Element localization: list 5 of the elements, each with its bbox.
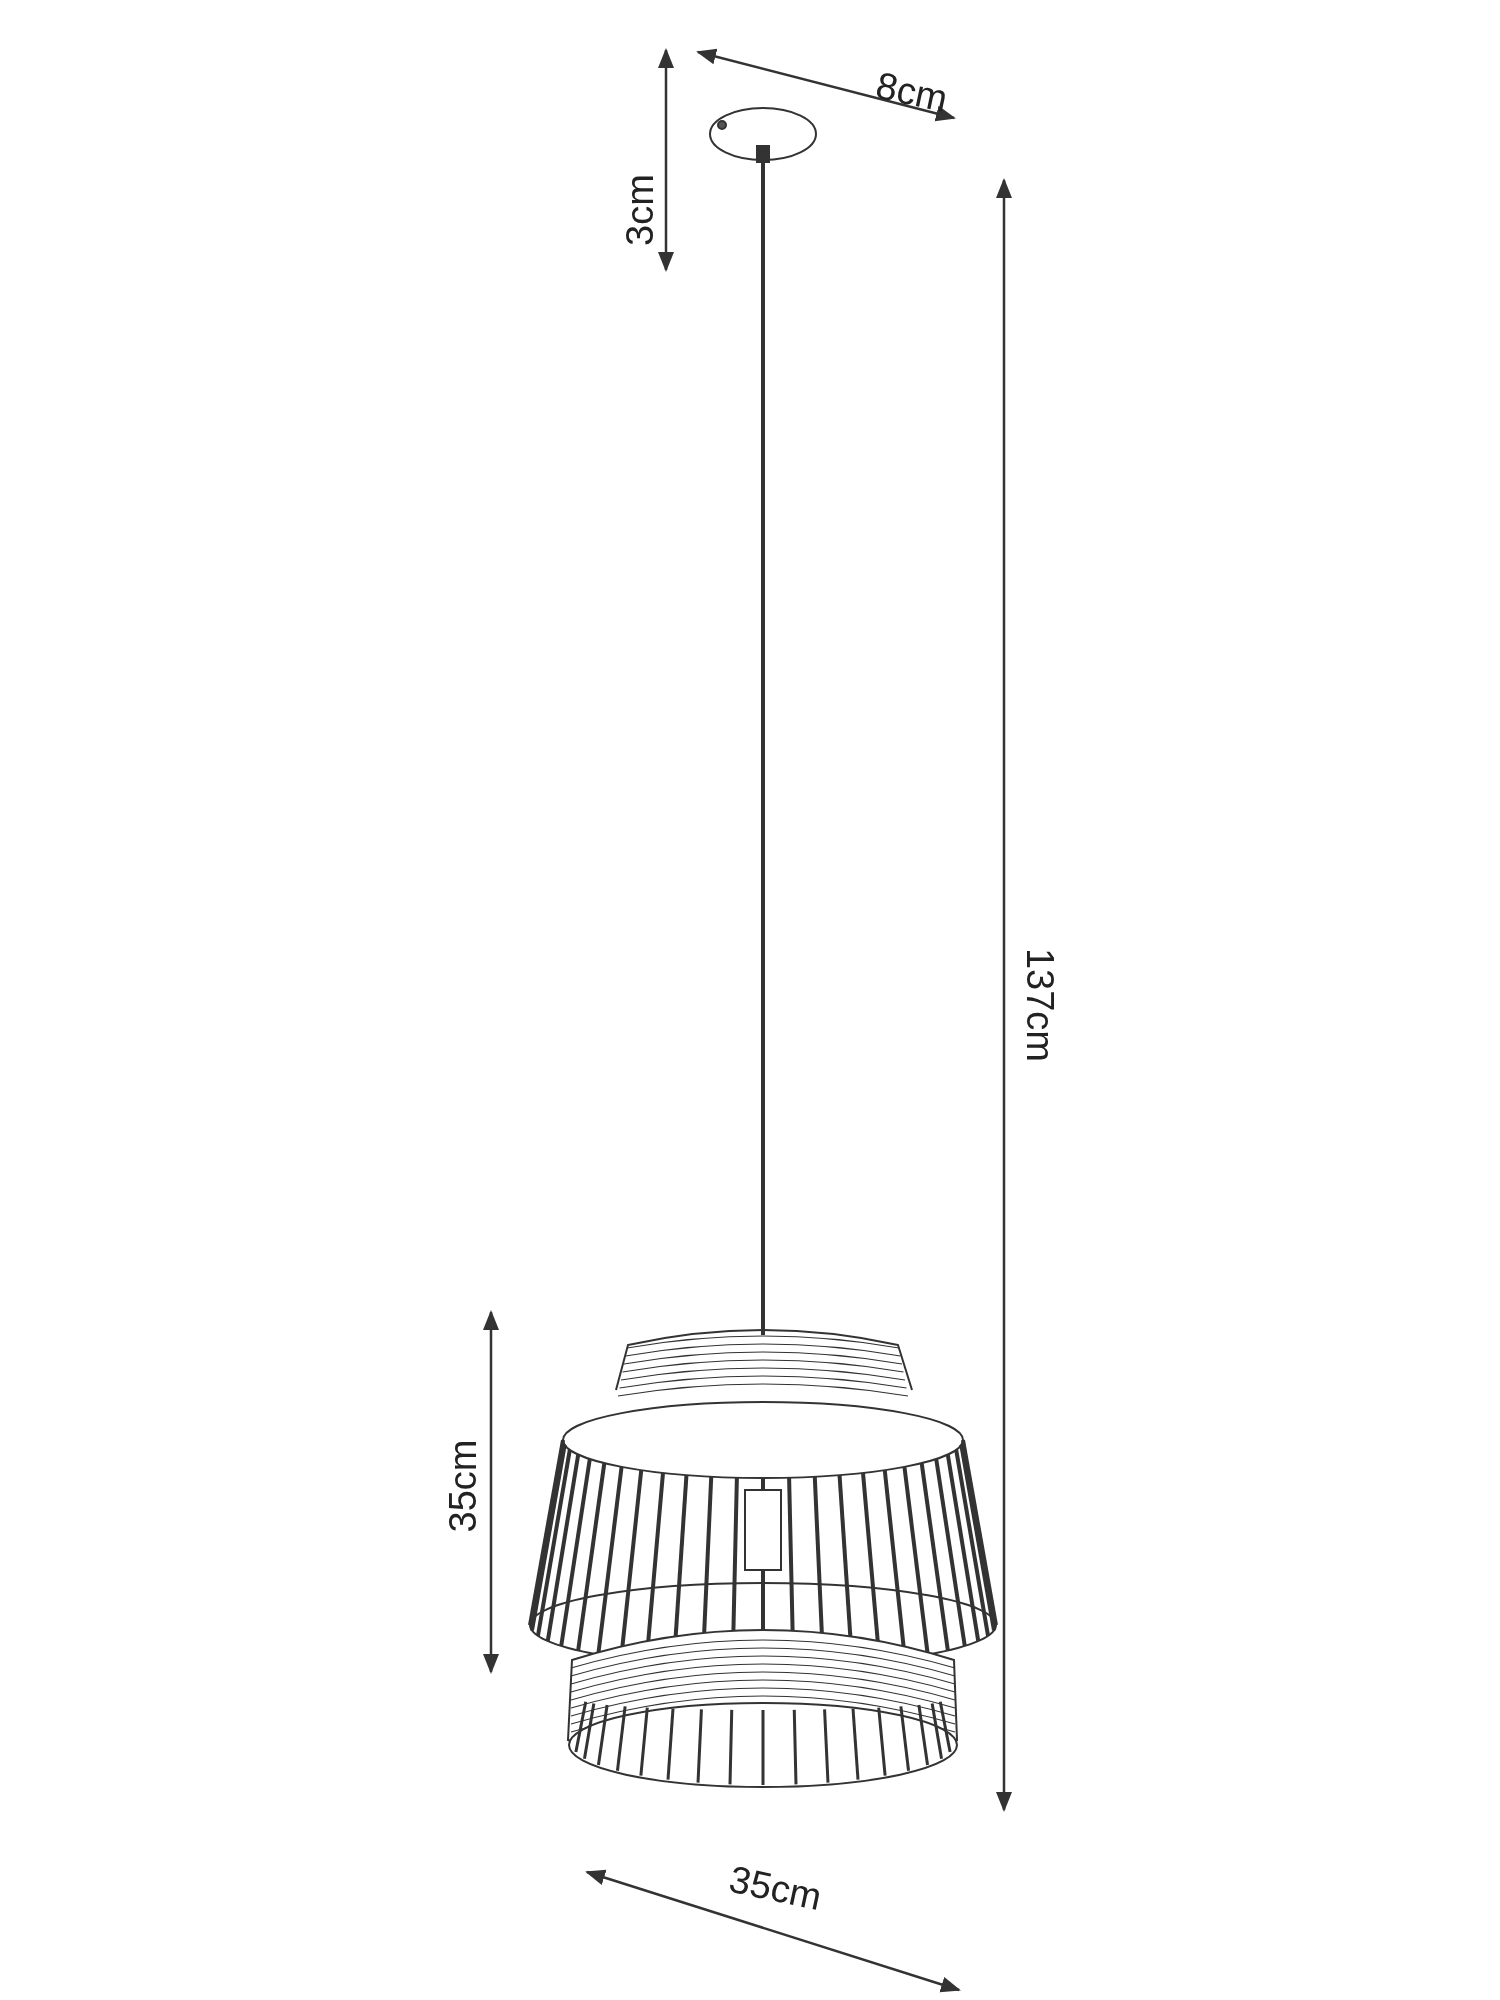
dimension-label: 8cm [872, 65, 951, 119]
dimension-label: 35cm [443, 1439, 482, 1533]
dimension-label: 137cm [1021, 947, 1060, 1063]
dimension-label: 3cm [620, 174, 659, 246]
dimension-label: 35cm [725, 1859, 825, 1917]
